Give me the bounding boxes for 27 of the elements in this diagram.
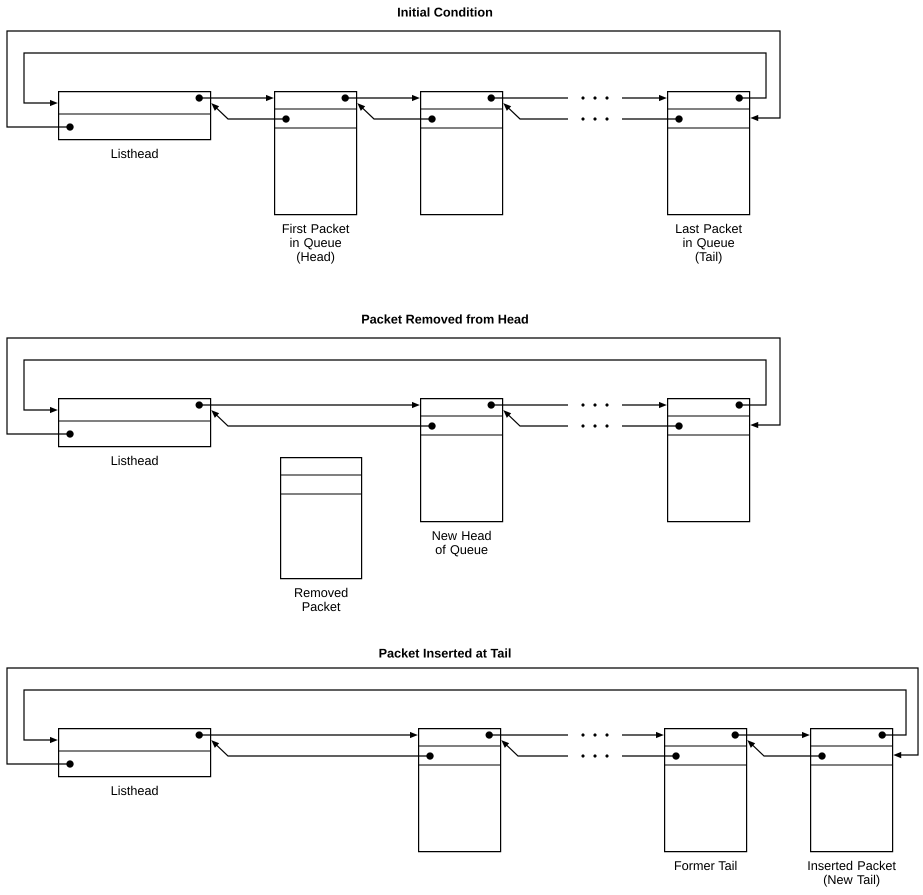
node-label: New Head of Queue xyxy=(432,530,491,556)
packet-box xyxy=(58,728,212,778)
node-label: Former Tail xyxy=(675,860,736,870)
packet-box xyxy=(810,728,894,852)
packet-box xyxy=(420,398,504,522)
packet-box xyxy=(58,398,212,448)
packet-box xyxy=(58,91,212,140)
node-label: Last Packet in Queue (Tail) xyxy=(676,224,742,264)
packet-box xyxy=(280,457,362,580)
section-title: Packet Removed from Head xyxy=(362,314,528,324)
pointer-arrow xyxy=(6,30,781,131)
packet-box xyxy=(420,91,504,216)
node-label: Listhead xyxy=(112,148,158,158)
node-label: Removed Packet xyxy=(295,588,348,612)
node-label: Listhead xyxy=(112,786,158,796)
node-label: First Packet in Queue (Head) xyxy=(282,224,350,264)
packet-box xyxy=(664,728,748,852)
section-title: Packet Inserted at Tail xyxy=(379,648,510,658)
section-title: Initial Condition xyxy=(398,7,492,17)
pointer-arrow xyxy=(6,667,919,768)
packet-box xyxy=(667,398,750,522)
packet-box xyxy=(274,91,358,216)
node-label: Inserted Packet (New Tail) xyxy=(808,860,896,887)
packet-box xyxy=(667,91,750,216)
node-label: Listhead xyxy=(112,456,158,466)
pointer-arrow xyxy=(6,337,781,438)
packet-box xyxy=(418,728,502,852)
